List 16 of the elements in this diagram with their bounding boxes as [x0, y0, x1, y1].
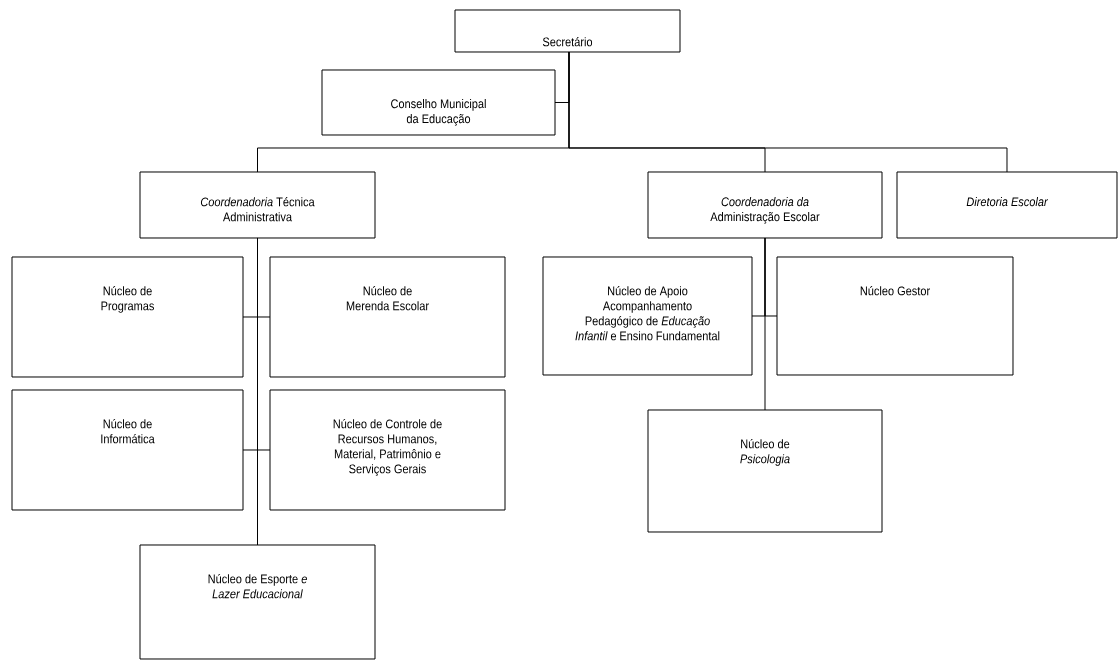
- org-box: Diretoria Escolar: [896, 171, 1118, 239]
- connector-line: [764, 237, 766, 411]
- org-box: Núcleo de Programas: [11, 256, 244, 378]
- org-box: Núcleo de Apoio Acompanhamento Pedagógico de Educação Infantil e Ensino Fundamental: [542, 256, 753, 376]
- org-box: Núcleo de Esporte e Lazer Educacional: [139, 544, 376, 660]
- org-box: Núcleo de Informática: [11, 389, 244, 511]
- org-box: Núcleo de Merenda Escolar: [269, 256, 506, 378]
- connector-line: [257, 237, 258, 546]
- org-box: Coordenadoria da Administração Escolar: [647, 171, 883, 239]
- org-box: Núcleo de Psicologia: [647, 409, 883, 533]
- connector-line: [568, 51, 1008, 173]
- org-box: Secretário: [454, 9, 681, 53]
- org-box: Núcleo de Controle de Recursos Humanos, Material, Patrimônio e Serviços Gerais: [269, 389, 506, 511]
- org-box: Conselho Municipal da Educação: [321, 69, 556, 136]
- org-box: Coordenadoria Técnica Administrativa: [139, 171, 376, 239]
- org-box: Núcleo Gestor: [776, 256, 1014, 376]
